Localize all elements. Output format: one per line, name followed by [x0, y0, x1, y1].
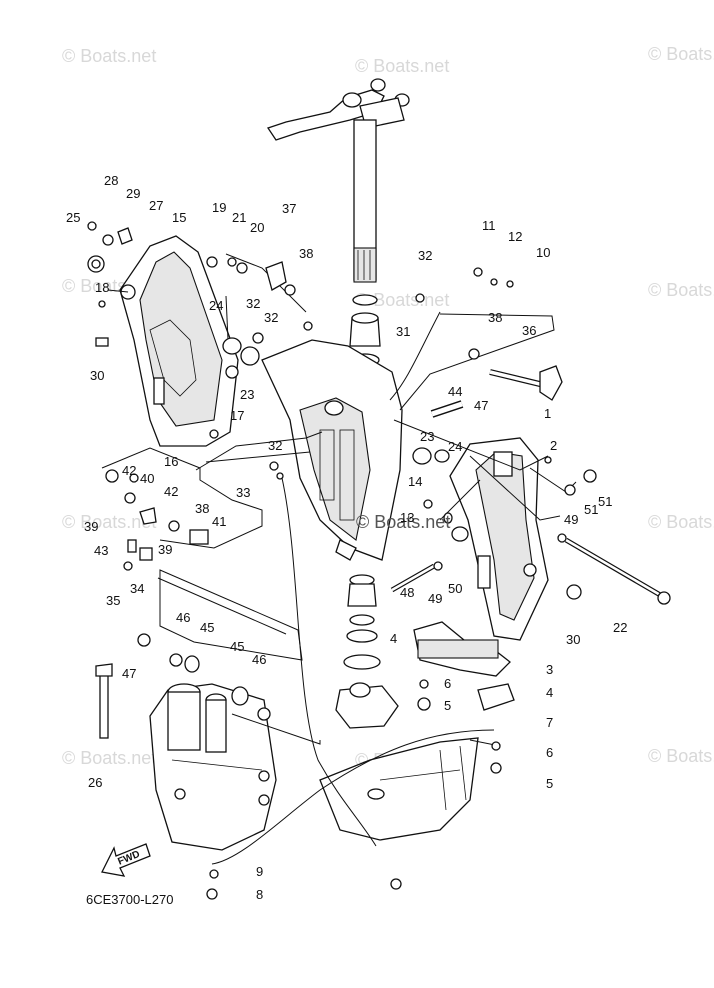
part-number-label: 43 [94, 543, 108, 558]
watermark-text: © Boats.net [62, 46, 156, 66]
part-number-label: 28 [104, 173, 118, 188]
part-number-label: 32 [418, 248, 432, 263]
pin-36 [489, 365, 563, 401]
part-number-label: 51 [584, 502, 598, 517]
part-number-label: 37 [282, 201, 296, 216]
part-number-label: 20 [250, 220, 264, 235]
part-number-label: 13 [400, 510, 414, 525]
part-number-label: 11 [482, 218, 496, 233]
part-number-label: 24 [209, 298, 223, 313]
part-number-label: 35 [106, 593, 120, 608]
part-number-label: 2 [550, 438, 557, 453]
pin-44 [430, 400, 464, 418]
watermark-text: © Boats.net [648, 280, 714, 300]
part-number-label: 47 [474, 398, 488, 413]
upper-mount [413, 621, 515, 711]
part-number-label: 17 [230, 408, 244, 423]
part-number-label: 30 [566, 632, 580, 647]
fasteners [87, 221, 597, 900]
part-number-label: 46 [252, 652, 266, 667]
watermark-text: © Boats.net [355, 56, 449, 76]
part-number-label: 39 [158, 542, 172, 557]
watermark-text: © Boats.net [648, 512, 714, 532]
watermark-text: © Boats.net [648, 746, 714, 766]
part-number-label: 40 [140, 471, 154, 486]
part-number-label: 30 [90, 368, 104, 383]
part-number-label: 24 [448, 439, 462, 454]
part-number-label: 38 [299, 246, 313, 261]
part-number-label: 23 [420, 429, 434, 444]
part-number-label: 39 [84, 519, 98, 534]
tilt-pin [557, 533, 671, 605]
fwd-arrow-icon: FWD [101, 843, 151, 877]
part-number-label: 26 [88, 775, 102, 790]
lower-unit-casing [319, 737, 479, 841]
part-number-label: 5 [546, 776, 553, 791]
part-number-label: 33 [236, 485, 250, 500]
part-number-label: 14 [408, 474, 422, 489]
part-number-label: 46 [176, 610, 190, 625]
watermark-text: © Boats.net [648, 44, 714, 64]
lower-bushings [335, 574, 399, 729]
part-number-label: 7 [546, 715, 553, 730]
diagram-code: 6CE3700-L270 [86, 892, 173, 907]
part-number-label: 44 [448, 384, 462, 399]
part-number-label: 51 [598, 494, 612, 509]
part-number-label: 27 [149, 198, 163, 213]
part-number-label: 50 [448, 581, 462, 596]
leader-lines [101, 253, 577, 747]
steering-shaft-assembly [266, 78, 410, 283]
part-number-label: 38 [195, 501, 209, 516]
part-number-label: 42 [164, 484, 178, 499]
part-number-label: 45 [200, 620, 214, 635]
part-number-label: 47 [122, 666, 136, 681]
part-number-label: 22 [613, 620, 627, 635]
part-number-label: 16 [164, 454, 178, 469]
center-watermark: © Boats.net [356, 512, 450, 532]
part-number-label: 49 [564, 512, 578, 527]
part-number-label: 5 [444, 698, 451, 713]
part-number-label: 29 [126, 186, 140, 201]
part-number-label: 36 [522, 323, 536, 338]
right-clamp-bracket [449, 437, 549, 641]
part-number-label: 18 [95, 280, 109, 295]
watermark-text: © Boats.net [62, 512, 156, 532]
part-number-label: 32 [264, 310, 278, 325]
watermark-text: © Boats.net [62, 748, 156, 768]
watermark-text: © Boats.net [355, 290, 449, 310]
left-clamp-bracket [119, 235, 239, 447]
part-number-label: 38 [488, 310, 502, 325]
part-number-label: 32 [268, 438, 282, 453]
part-callouts: 28 29 27 25 15 19 21 20 37 18 24 32 32 3… [66, 173, 627, 902]
part-number-label: 9 [256, 864, 263, 879]
part-number-label: 31 [396, 324, 410, 339]
part-number-label: 49 [428, 591, 442, 606]
part-number-label: 1 [544, 406, 551, 421]
grease-hoses [95, 311, 495, 865]
part-number-label: 21 [232, 210, 246, 225]
part-number-label: 41 [212, 514, 226, 529]
part-number-label: 8 [256, 887, 263, 902]
part-number-label: 45 [230, 639, 244, 654]
part-number-label: 6 [546, 745, 553, 760]
part-number-label: 42 [122, 463, 136, 478]
part-number-label: 4 [546, 685, 553, 700]
part-number-label: 48 [400, 585, 414, 600]
part-number-label: 34 [130, 581, 144, 596]
part-number-label: 10 [536, 245, 550, 260]
part-number-label: 4 [390, 631, 397, 646]
part-number-label: 6 [444, 676, 451, 691]
part-number-label: 12 [508, 229, 522, 244]
part-number-label: 23 [240, 387, 254, 402]
tilt-trim-unit [149, 683, 277, 851]
part-number-label: 25 [66, 210, 80, 225]
part-number-label: 32 [246, 296, 260, 311]
part-number-label: 3 [546, 662, 553, 677]
part-number-label: 15 [172, 210, 186, 225]
part-number-label: 19 [212, 200, 226, 215]
